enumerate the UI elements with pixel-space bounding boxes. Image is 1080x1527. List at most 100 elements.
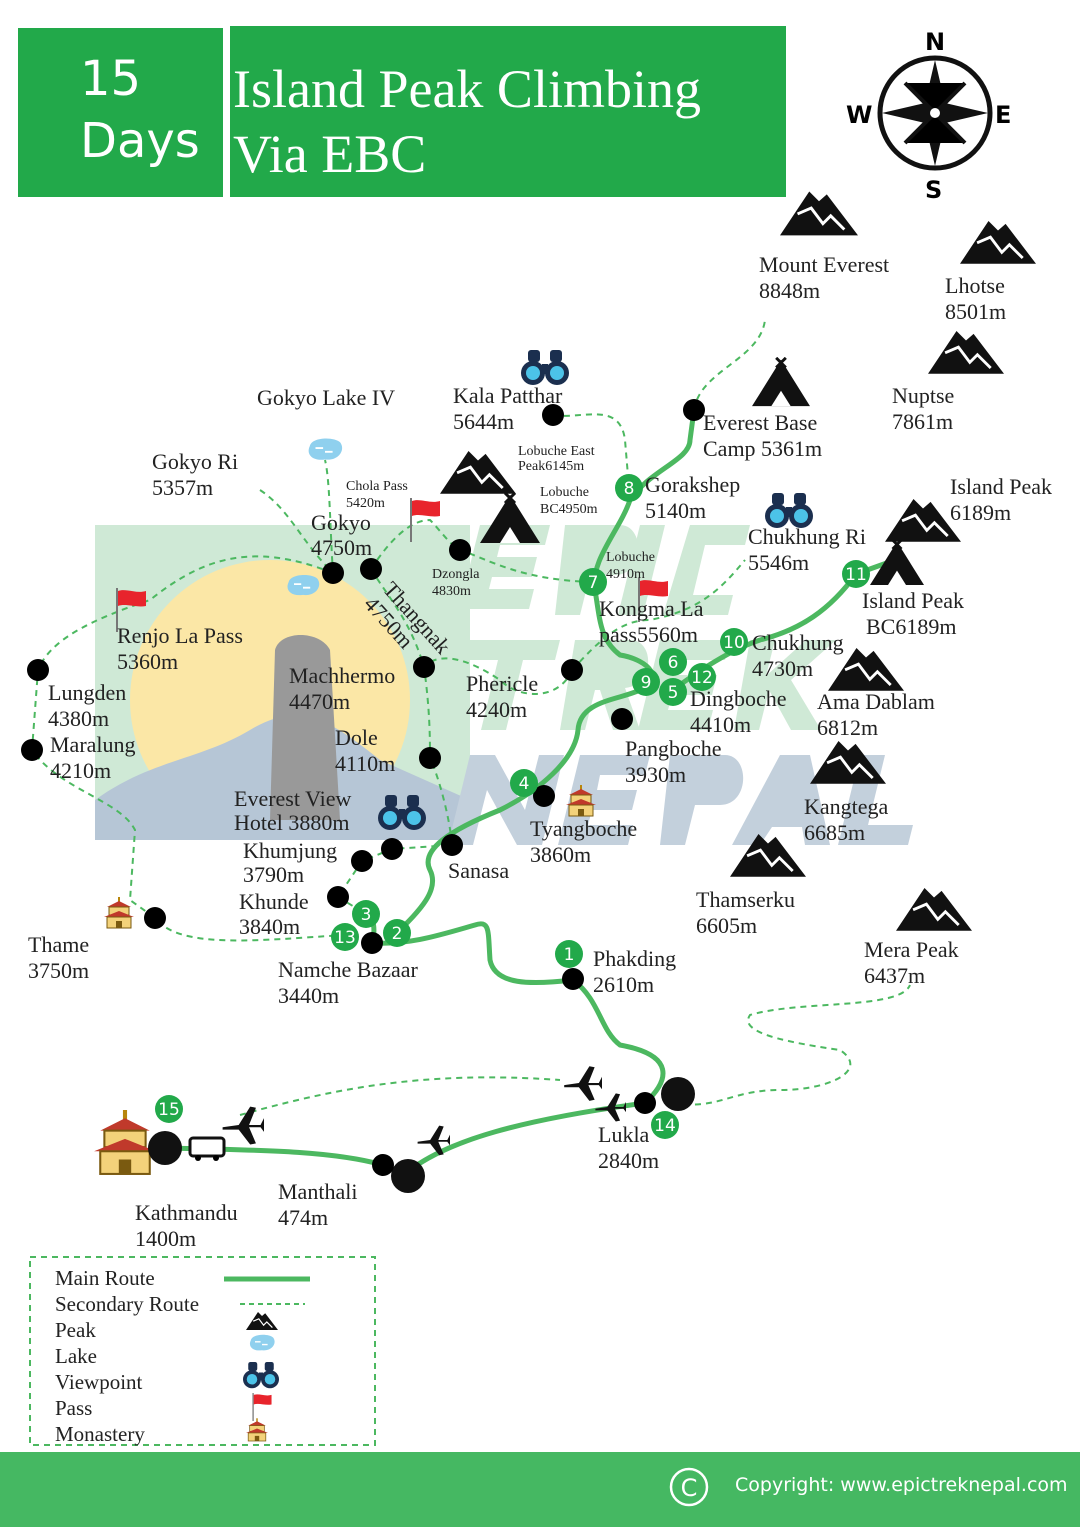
copyright-symbol: C <box>681 1474 698 1502</box>
label-dzongla: Dzongla <box>432 567 480 582</box>
label-maralung: Maralung <box>50 732 136 757</box>
elev-kathmandu: 1400m <box>135 1226 196 1251</box>
tent-icon-island-bc <box>868 540 926 585</box>
title-line1: Island Peak Climbing <box>233 59 701 119</box>
label-island-bc: Island Peak <box>862 588 964 613</box>
svg-text:9: 9 <box>641 673 652 693</box>
legend-lake: Lake <box>55 1344 97 1368</box>
stage-5: 5 <box>659 678 687 706</box>
label-phakding: Phakding <box>593 946 676 971</box>
copyright-text: Copyright: www.epictreknepal.com <box>735 1474 1068 1496</box>
label-kala-patthar: Kala Patthar <box>453 383 563 408</box>
compass-e: E <box>995 101 1011 129</box>
peak-icon-mera <box>896 886 972 932</box>
elev-lungden: 4380m <box>48 706 109 731</box>
elev-nuptse: 7861m <box>892 409 953 434</box>
viewpoint-icon-kala-patthar <box>521 350 569 385</box>
legend: Main Route Secondary Route Peak Lake Vie… <box>29 1256 376 1446</box>
elev-machhermo: 4470m <box>289 689 350 714</box>
monastery-icon-thame <box>104 897 134 929</box>
label-renjo-la: Renjo La Pass <box>117 623 243 648</box>
elev-island-bc: BC6189m <box>866 614 956 639</box>
legend-viewpoint: Viewpoint <box>55 1370 143 1394</box>
tent-icon-lobuche-bc <box>480 493 540 543</box>
legend-monastery: Monastery <box>55 1422 145 1446</box>
svg-text:10: 10 <box>723 633 745 653</box>
elev-tyangboche: 3860m <box>530 842 591 867</box>
compass-s: S <box>925 176 942 204</box>
bus-icon <box>188 1136 226 1161</box>
label-everest-view-hotel: Everest View <box>234 786 352 811</box>
label-dingboche: Dingboche <box>690 686 787 711</box>
label-island-peak: Island Peak <box>950 474 1052 499</box>
label-kathmandu: Kathmandu <box>135 1200 238 1225</box>
svg-text:8: 8 <box>624 479 635 499</box>
compass-w: W <box>846 101 872 129</box>
title-line2: Via EBC <box>233 124 426 184</box>
elev-mera-peak: 6437m <box>864 963 925 988</box>
label-ebc: Everest Base <box>703 410 817 435</box>
stage-10: 10 <box>720 628 748 656</box>
peak-icon-everest <box>780 190 858 236</box>
label-tyangboche: Tyangboche <box>530 816 637 841</box>
stage-8: 8 <box>615 474 643 502</box>
elev-kala-patthar: 5644m <box>453 409 514 434</box>
svg-text:14: 14 <box>654 1116 676 1136</box>
elev-manthali: 474m <box>278 1205 328 1230</box>
peak-icon-lhotse <box>960 219 1036 265</box>
label-kangtega: Kangtega <box>804 794 889 819</box>
label-sanasa: Sanasa <box>448 858 509 883</box>
label-lukla: Lukla <box>598 1122 650 1147</box>
elev-namche: 3440m <box>278 983 339 1008</box>
elev-renjo-la: 5360m <box>117 649 178 674</box>
elev-kongma-la: pass5560m <box>599 622 698 647</box>
elev-island-peak: 6189m <box>950 500 1011 525</box>
label-pangboche: Pangboche <box>625 736 722 761</box>
label-gorakshep: Gorakshep <box>645 472 740 497</box>
legend-viewpoint-icon <box>243 1362 279 1389</box>
stage-2: 2 <box>383 919 411 947</box>
stage-7: 7 <box>579 568 607 596</box>
label-dole: Dole <box>335 725 378 750</box>
svg-text:3: 3 <box>361 905 372 925</box>
elev-lobuche: 4910m <box>606 567 645 582</box>
elev-dole: 4110m <box>335 751 395 776</box>
elev-gokyo-ri: 5357m <box>152 475 213 500</box>
airport-icon-manthali <box>391 1159 425 1193</box>
elev-ama-dablam: 6812m <box>817 715 878 740</box>
stage-12: 12 <box>688 663 716 691</box>
plane-icon-1 <box>564 1066 602 1101</box>
legend-monastery-icon <box>246 1418 268 1442</box>
label-lungden: Lungden <box>48 680 126 705</box>
label-lhotse: Lhotse <box>945 273 1005 298</box>
svg-text:7: 7 <box>588 573 599 593</box>
label-mera-peak: Mera Peak <box>864 937 959 962</box>
elev-chola-pass: 5420m <box>346 496 385 511</box>
elev-gorakshep: 5140m <box>645 498 706 523</box>
legend-peak-icon <box>246 1311 278 1330</box>
legend-peak: Peak <box>55 1318 96 1342</box>
legend-main-route: Main Route <box>55 1266 155 1290</box>
monastery-icon-kathmandu <box>94 1110 156 1174</box>
label-chola-pass: Chola Pass <box>346 479 408 494</box>
copyright-icon <box>669 1467 709 1507</box>
elev-khumjung: 3790m <box>243 862 304 887</box>
label-gokyo-lake: Gokyo Lake IV <box>257 385 395 410</box>
plane-icon-3 <box>222 1106 264 1145</box>
elev-dzongla: 4830m <box>432 584 471 599</box>
days-number: 15 <box>80 51 141 107</box>
svg-text:5: 5 <box>668 683 679 703</box>
label-manthali: Manthali <box>278 1179 357 1204</box>
footer: C Copyright: www.epictreknepal.com <box>0 1452 1080 1527</box>
stage-15: 15 <box>155 1095 183 1123</box>
stage-3: 3 <box>352 900 380 928</box>
label-machhermo: Machhermo <box>289 663 395 688</box>
label-gokyo: Gokyo <box>311 510 371 535</box>
lake-icon-gokyo <box>307 437 344 461</box>
airport-icon-kathmandu <box>148 1131 182 1165</box>
label-namche: Namche Bazaar <box>278 957 419 982</box>
label-lobuche: Lobuche <box>606 550 655 565</box>
label-everest: Mount Everest <box>759 252 889 277</box>
elev-kangtega: 6685m <box>804 820 865 845</box>
